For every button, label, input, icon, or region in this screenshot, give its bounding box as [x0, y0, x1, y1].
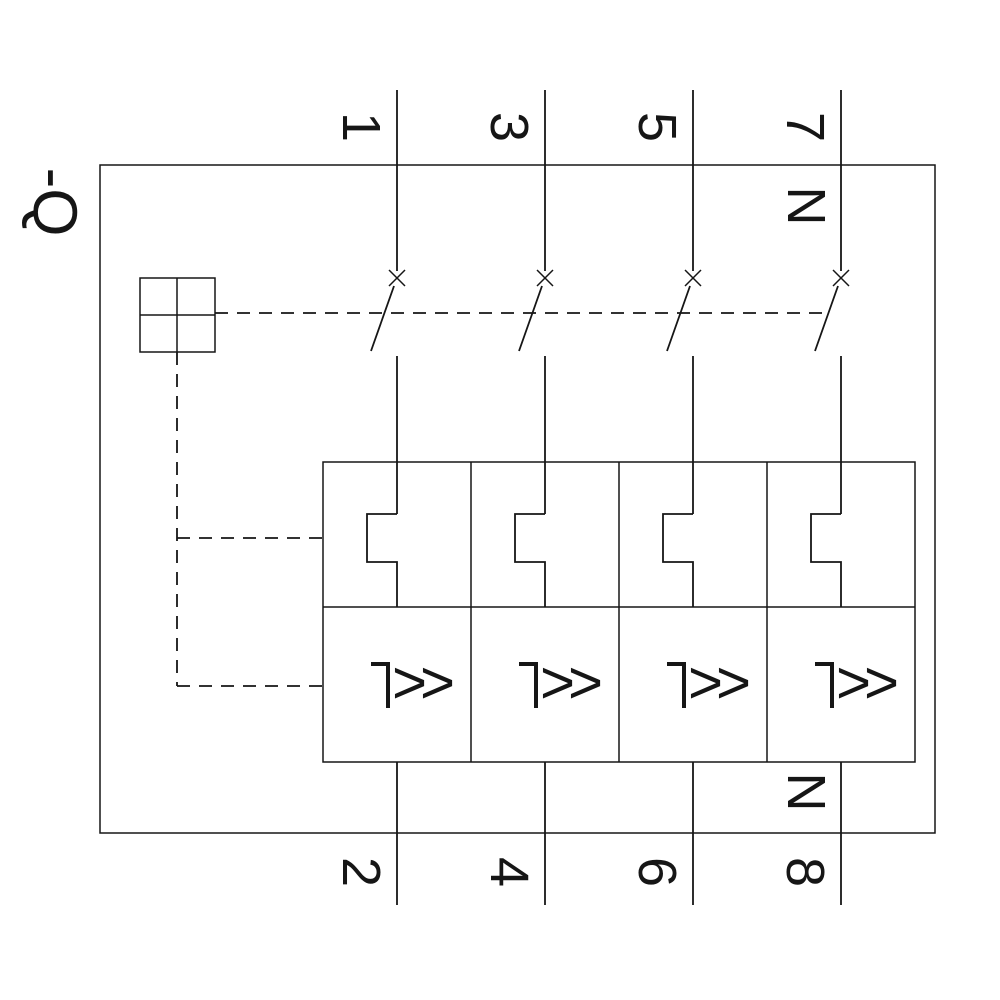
- terminal-label-7: 7: [775, 111, 835, 143]
- pole-1-linework: [366, 89, 406, 906]
- terminal-label-8: 8: [775, 856, 835, 888]
- terminal-label-1: 1: [331, 111, 391, 143]
- device-designation-label: -Q: [20, 167, 89, 237]
- instantaneous-trip-symbol-pole-4: >>: [815, 649, 900, 716]
- trip-chevrons: >>: [392, 649, 455, 716]
- device-outline: [99, 164, 936, 834]
- mechanism-dashed-link: [176, 312, 827, 687]
- terminal-label-3: 3: [479, 111, 539, 143]
- pole-2-linework: [514, 89, 554, 906]
- trip-chevrons: >>: [688, 649, 751, 716]
- instantaneous-trip-symbol-pole-3: >>: [667, 649, 752, 716]
- current-i-icon: [815, 662, 834, 708]
- terminal-label-5: 5: [627, 111, 687, 143]
- trip-chevrons: >>: [540, 649, 603, 716]
- terminal-label-6: 6: [627, 856, 687, 888]
- actuator-symbol: [139, 277, 216, 353]
- terminal-label-2: 2: [331, 856, 391, 888]
- trip-unit-grid: [322, 461, 916, 763]
- current-i-icon: [667, 662, 686, 708]
- neutral-label-bottom: N: [776, 772, 836, 812]
- terminal-label-4: 4: [479, 856, 539, 888]
- current-i-icon: [519, 662, 538, 708]
- pole-3-linework: [662, 89, 702, 906]
- trip-chevrons: >>: [836, 649, 899, 716]
- instantaneous-trip-symbol-pole-1: >>: [371, 649, 456, 716]
- instantaneous-trip-symbol-pole-2: >>: [519, 649, 604, 716]
- neutral-label-top: N: [776, 186, 836, 226]
- current-i-icon: [371, 662, 390, 708]
